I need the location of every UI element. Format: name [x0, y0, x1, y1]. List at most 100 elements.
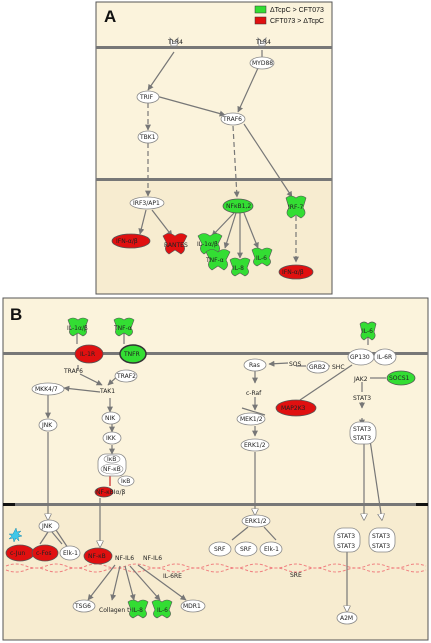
node-b-nfkb-n: NF-κB: [83, 547, 113, 565]
node-traf6: TRAF6: [220, 112, 246, 126]
svg-text:Elk-1: Elk-1: [264, 546, 279, 553]
svg-text:IL-8: IL-8: [132, 607, 143, 614]
node-b-il1ab: IL-1α/β: [67, 317, 89, 337]
node-b-collagen: Collagen type I: [99, 607, 144, 614]
node-b-sre: SRE: [290, 572, 302, 579]
node-il8-a: IL-8: [229, 257, 251, 277]
node-b-erk12-n: ERK1/2: [241, 514, 271, 528]
svg-text:SOCS1: SOCS1: [389, 375, 410, 382]
svg-text:IFN-α/β: IFN-α/β: [282, 269, 304, 276]
node-ifnab-1: IFN-α/β: [111, 233, 151, 249]
svg-text:TNF-α: TNF-α: [113, 325, 132, 332]
svg-text:TNFR: TNFR: [123, 351, 140, 358]
node-b-traf6: TRAF6: [63, 368, 83, 375]
node-b-jnk-n: JNK: [38, 519, 60, 533]
node-b-star: [8, 527, 23, 543]
svg-text:IRF-7: IRF-7: [288, 204, 304, 211]
node-b-srf-a: SRF: [208, 541, 232, 557]
svg-text:IL-1α/β: IL-1α/β: [197, 241, 218, 248]
node-b-map2k3: MAP2K3: [275, 399, 317, 417]
node-b-mek12: MEK1/2: [236, 412, 266, 426]
node-b-nfil6-b: NF-IL6: [143, 555, 162, 562]
svg-text:GRB2: GRB2: [309, 364, 326, 371]
svg-text:STAT3: STAT3: [353, 435, 371, 442]
node-nfkb12: NFκB1,2: [222, 198, 254, 214]
svg-text:NIK: NIK: [105, 415, 116, 422]
svg-text:IκB: IκB: [121, 478, 130, 485]
svg-text:MAP2K3: MAP2K3: [281, 405, 306, 412]
node-b-ras: Ras: [243, 358, 267, 372]
svg-text:c-Jun: c-Jun: [10, 550, 25, 557]
node-b-erk12: ERK1/2: [240, 438, 270, 452]
node-b-stat3-n-dimer2: STAT3 STAT3: [368, 527, 396, 553]
node-b-tnfr: TNFR: [119, 344, 147, 364]
node-b-stat3-n-dimer1: STAT3 STAT3: [333, 527, 361, 553]
node-b-tsg6: TSG6: [72, 599, 96, 613]
node-b-grb2: GRB2: [306, 360, 330, 374]
node-tbk1: TBK1: [137, 130, 159, 144]
svg-text:NF-κB: NF-κB: [88, 553, 106, 560]
svg-text:JNK: JNK: [41, 422, 53, 429]
node-b-jnk: JNK: [38, 418, 58, 432]
svg-text:TLR4: TLR4: [167, 39, 183, 46]
node-il6-a: IL-6: [251, 247, 273, 267]
node-b-sos: SOS: [289, 361, 302, 368]
node-b-elk1-b: Elk-1: [259, 541, 283, 557]
svg-text:JNK: JNK: [41, 523, 53, 530]
node-b-elk1: Elk-1: [59, 545, 81, 561]
svg-text:Elk-1: Elk-1: [63, 550, 78, 557]
node-irf3-ap1: IRF3/AP1: [129, 196, 165, 210]
svg-text:TNF-α: TNF-α: [205, 257, 224, 264]
node-il1ab-a: IL-1α/β: [197, 233, 223, 255]
node-b-mkk47: MKK4/7: [31, 382, 65, 396]
svg-text:TRAF2: TRAF2: [116, 373, 136, 380]
svg-text:TRIF: TRIF: [139, 94, 154, 101]
svg-text:STAT3: STAT3: [337, 533, 355, 540]
svg-text:IL-6: IL-6: [256, 255, 267, 262]
svg-text:Ras: Ras: [249, 362, 260, 369]
svg-text:IL-1α/β: IL-1α/β: [67, 325, 88, 332]
node-b-stat3-dimer: STAT3 STAT3: [349, 421, 377, 445]
node-b-socs1: SOCS1: [386, 370, 416, 386]
legend-red-swatch: [254, 16, 267, 25]
svg-text:STAT3: STAT3: [353, 426, 371, 433]
svg-text:STAT3: STAT3: [337, 543, 355, 550]
svg-text:TRAF6: TRAF6: [222, 116, 242, 123]
svg-text:SRF: SRF: [240, 546, 252, 553]
panel-b-nucleus-area: [3, 505, 428, 640]
node-b-srf-b: SRF: [234, 541, 258, 557]
legend-green-swatch: [254, 5, 267, 14]
svg-text:TLR4: TLR4: [255, 39, 271, 46]
svg-text:IFN-α/β: IFN-α/β: [116, 238, 138, 245]
panel-b-letter: B: [10, 305, 22, 324]
panel-a-letter: A: [104, 7, 116, 26]
panel-a: A ΔTcpC > CFT073 CFT073 > ΔTcpC TLR4: [95, 1, 333, 295]
node-b-nfkbia: NF-κBIα/β: [94, 486, 126, 498]
legend-red-label: CFT073 > ΔTcpC: [270, 18, 324, 25]
node-tlr4-a: TLR4: [167, 36, 183, 47]
node-b-gp130: GP130: [347, 348, 375, 366]
svg-text:ERK1/2: ERK1/2: [244, 442, 266, 449]
svg-text:IL-6R: IL-6R: [377, 354, 392, 361]
node-ifnab-2: IFN-α/β: [278, 264, 314, 280]
svg-text:IL-1R: IL-1R: [80, 351, 95, 358]
svg-text:A2M: A2M: [340, 615, 353, 622]
svg-text:c-Fos: c-Fos: [36, 550, 52, 557]
svg-text:TBK1: TBK1: [139, 134, 156, 141]
svg-text:IL-8: IL-8: [233, 265, 244, 272]
node-b-ikb2: IκB: [117, 475, 135, 487]
node-b-shc: SHC: [332, 364, 345, 371]
panel-a-plasma-membrane: [96, 46, 332, 49]
svg-text:IκB: IκB: [107, 456, 116, 463]
node-irf7: IRF-7: [285, 195, 307, 219]
svg-text:MYD88: MYD88: [252, 60, 273, 67]
node-b-il6-out: IL-6: [151, 599, 173, 619]
panel-a-nuclear-membrane: [96, 178, 332, 181]
svg-text:GP130: GP130: [350, 354, 370, 361]
legend-green-label: ΔTcpC > CFT073: [270, 7, 324, 14]
panel-b: B: [2, 297, 429, 641]
node-b-il6r: IL-6R: [373, 348, 397, 366]
node-b-ikb-nfkb-complex: IκB NF-κB: [97, 453, 127, 477]
svg-text:MKK4/7: MKK4/7: [35, 386, 58, 393]
